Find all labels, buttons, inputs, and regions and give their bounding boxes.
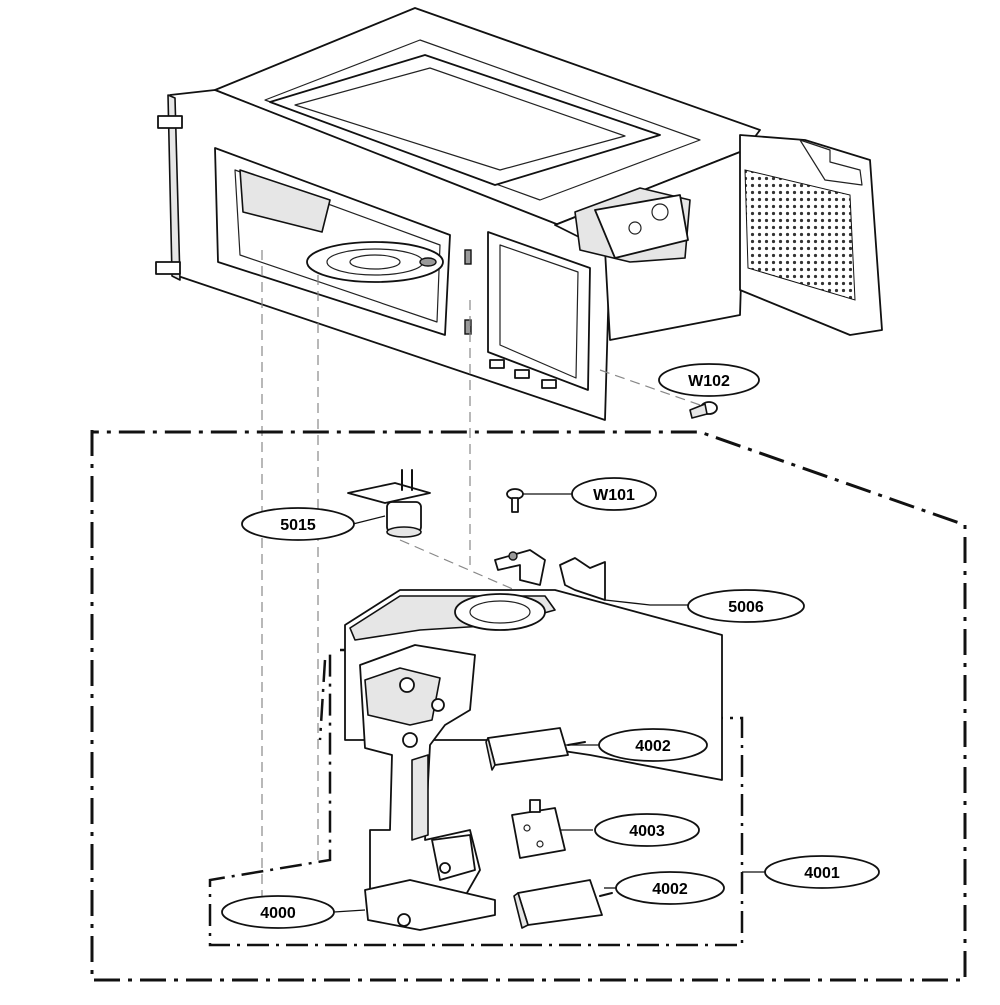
callout-5006: 5006: [687, 589, 805, 623]
callout-oval: [615, 871, 725, 905]
callout-w102: W102: [658, 363, 760, 397]
callout-oval: [241, 507, 355, 541]
callout-label-4002a: 4002: [635, 738, 671, 755]
leader-lines: [333, 392, 765, 913]
callout-oval: [658, 363, 760, 397]
micro-switch-4003: [511, 799, 566, 859]
callout-4002b: 4002: [615, 871, 725, 905]
callout-label-w102: W102: [688, 373, 730, 390]
callout-4002a: 4002: [598, 728, 708, 762]
latch-lever-4000: [359, 644, 496, 931]
callout-oval: [764, 855, 880, 889]
callout-label-4001: 4001: [804, 865, 840, 882]
callout-label-w101: W101: [593, 487, 635, 504]
callout-4001: 4001: [764, 855, 880, 889]
callout-label-5015: 5015: [280, 517, 316, 534]
callout-oval: [571, 477, 657, 511]
callout-label-4002b: 4002: [652, 881, 688, 898]
callout-label-4003: 4003: [629, 823, 665, 840]
screw-w101: [506, 488, 524, 513]
callout-w101: W101: [571, 477, 657, 511]
callout-4000: 4000: [221, 895, 335, 929]
vent-holes: [744, 169, 856, 301]
screw-w102: [689, 401, 718, 419]
callout-oval: [221, 895, 335, 929]
callout-oval: [687, 589, 805, 623]
micro-switch-4002-upper: [485, 727, 586, 771]
callout-label-5006: 5006: [728, 599, 764, 616]
microwave-cavity-assembly: [155, 7, 883, 900]
callout-oval: [594, 813, 700, 847]
callout-4003: 4003: [594, 813, 700, 847]
micro-switch-4002-lower: [513, 879, 613, 929]
callout-label-4000: 4000: [260, 905, 296, 922]
lamp-5015: [347, 469, 431, 538]
callout-oval: [598, 728, 708, 762]
outer-assembly-boundary: [90, 430, 967, 982]
callout-5015: 5015: [241, 507, 355, 541]
